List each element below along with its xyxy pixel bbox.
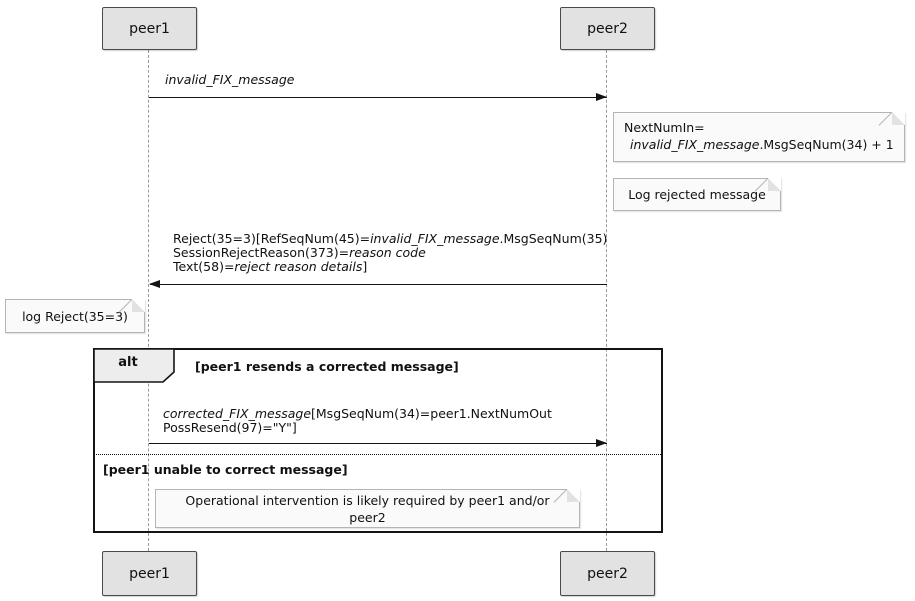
participant-peer1-top: peer1 [102, 7, 197, 50]
message-invalid-label: invalid_FIX_message [165, 73, 294, 87]
message-invalid-line [149, 97, 607, 98]
message-reject-label: Reject(35=3)[RefSeqNum(45)=invalid_FIX_m… [173, 232, 607, 274]
message-corrected-label: corrected_FIX_message[MsgSeqNum(34)=peer… [163, 407, 552, 435]
message-reject-line3: Text(58)=reject reason details] [173, 259, 368, 274]
note-operational: Operational intervention is likely requi… [155, 489, 580, 528]
alt-keyword: alt [118, 355, 138, 370]
alt-frame-pentagon [93, 348, 177, 388]
message-corrected-line2: PossResend(97)="Y"] [163, 420, 297, 435]
note-nextnum-line2: invalid_FIX_message.MsgSeqNum(34) + 1 [630, 137, 894, 152]
message-corrected-line [149, 443, 607, 444]
message-reject-line1: Reject(35=3)[RefSeqNum(45)=invalid_FIX_m… [173, 231, 608, 246]
lifeline-peer1 [148, 50, 149, 551]
participant-peer1-bottom: peer1 [102, 551, 197, 596]
message-reject-line2: SessionRejectReason(373)=reason code [173, 245, 426, 260]
arrowhead-left-icon [149, 280, 160, 288]
arrowhead-right-icon [596, 93, 607, 101]
alt-guard-resend: [peer1 resends a corrected message] [195, 359, 459, 374]
arrowhead-right-icon [596, 439, 607, 447]
message-reject-line [150, 284, 607, 285]
note-nextnum: NextNumIn= invalid_FIX_message.MsgSeqNum… [613, 112, 905, 162]
alt-guard-unable: [peer1 unable to correct message] [103, 462, 348, 477]
alt-divider [93, 454, 663, 455]
participant-peer2-bottom: peer2 [560, 551, 655, 596]
alt-frame [93, 348, 663, 533]
participant-peer2-top: peer2 [560, 7, 655, 50]
message-invalid-text: invalid_FIX_message [165, 72, 295, 87]
note-nextnum-line1: NextNumIn= [624, 120, 705, 135]
message-corrected-line1: corrected_FIX_message[MsgSeqNum(34)=peer… [163, 406, 552, 421]
lifeline-peer2 [606, 50, 607, 551]
note-log-reject: log Reject(35=3) [5, 299, 145, 333]
note-log-rejected: Log rejected message [613, 178, 781, 211]
